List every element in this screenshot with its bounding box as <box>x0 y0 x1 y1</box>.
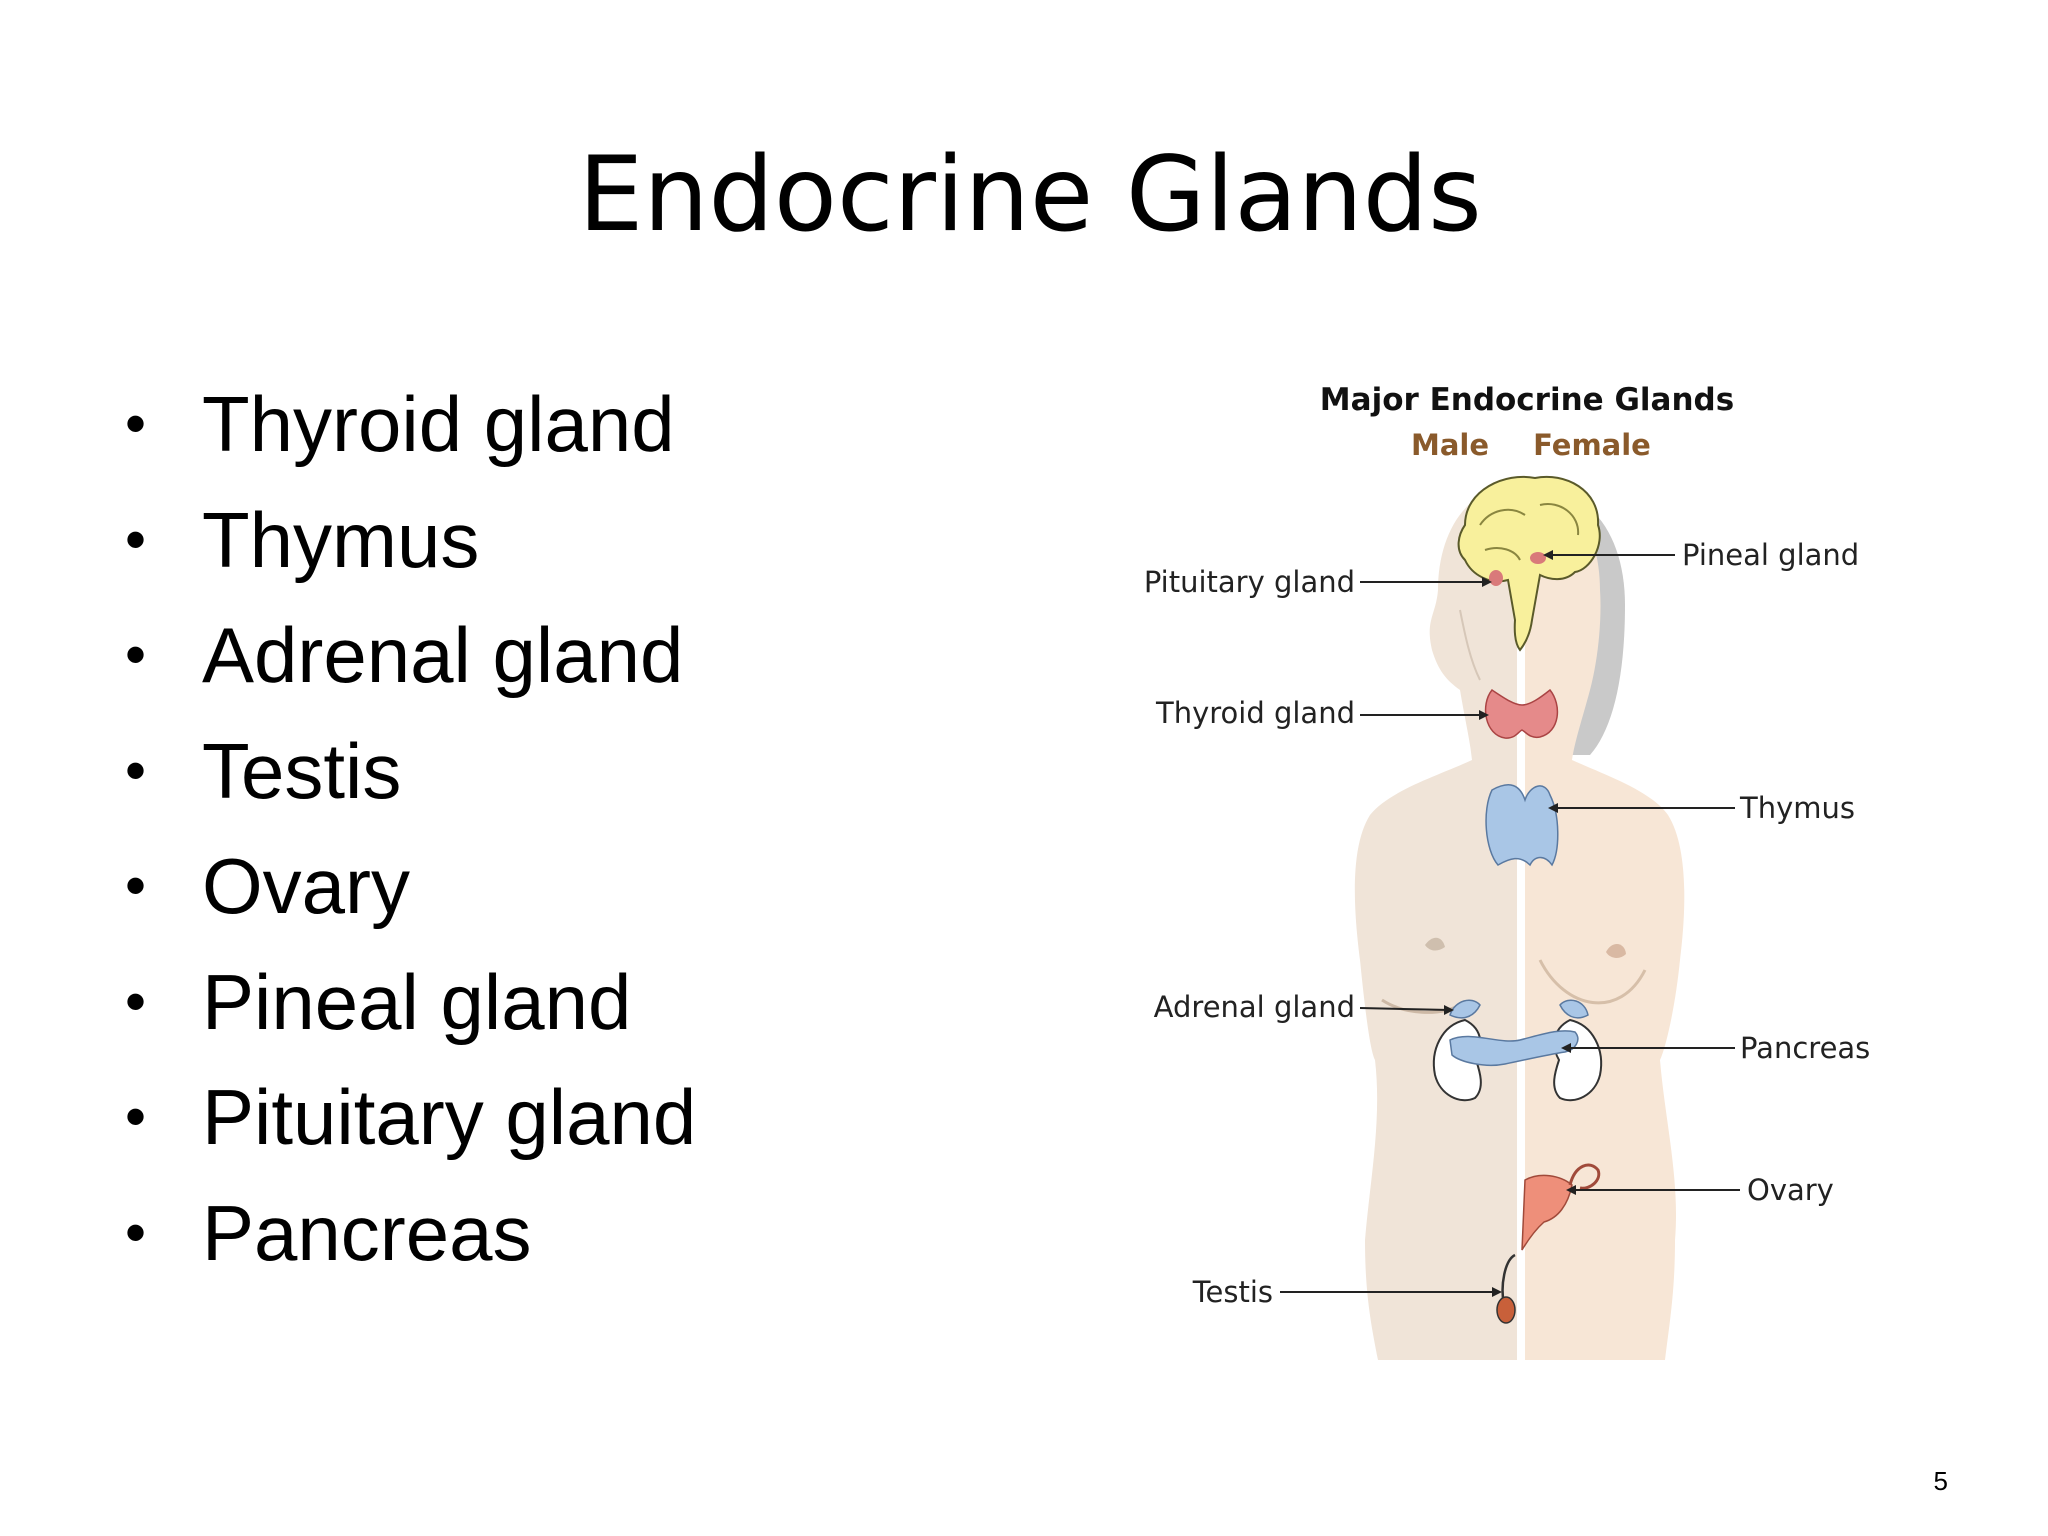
label-testis: Testis <box>1192 1275 1273 1309</box>
ovary <box>1521 1174 1573 1251</box>
bullet-icon: • <box>125 1083 147 1150</box>
thymus <box>1485 784 1559 867</box>
page-number: 5 <box>1933 1466 1948 1496</box>
pancreas <box>1449 1030 1579 1067</box>
bullet-icon: • <box>125 505 147 573</box>
thyroid-gland <box>1484 688 1559 739</box>
list-item: • Thymus <box>125 494 696 610</box>
female-label: Female <box>1533 428 1651 462</box>
female-body <box>1520 485 1685 1360</box>
bullet-icon: • <box>125 390 147 457</box>
endocrine-diagram-svg: Major Endocrine Glands Male Female <box>1144 382 1870 1360</box>
bullet-text: Pituitary gland <box>202 1073 697 1161</box>
bullet-text: Testis <box>202 726 402 815</box>
pituitary-gland <box>1489 570 1503 586</box>
arrow-heads <box>1444 550 1576 1297</box>
bullet-text: Thyroid gland <box>202 380 675 468</box>
bullet-icon: • <box>125 852 147 919</box>
slide-title: Endocrine Glands <box>578 135 1482 255</box>
bullet-text: Pancreas <box>202 1188 532 1277</box>
adrenal-gland-right <box>1559 999 1589 1019</box>
male-label: Male <box>1411 428 1489 462</box>
center-divider <box>1517 485 1525 1360</box>
fallopian-tube <box>1568 1163 1601 1190</box>
diagram-title: Major Endocrine Glands <box>1320 382 1734 418</box>
male-nipple <box>1425 937 1445 951</box>
list-item: • Testis <box>125 725 696 841</box>
bullet-icon: • <box>125 1198 147 1266</box>
male-body <box>1354 485 1520 1360</box>
label-pancreas: Pancreas <box>1740 1031 1870 1065</box>
brain-folds <box>1479 503 1580 561</box>
list-item: • Pancreas <box>125 1187 696 1303</box>
adrenal-gland <box>1449 999 1481 1019</box>
list-item: • Adrenal gland <box>125 609 696 725</box>
bullet-icon: • <box>125 967 147 1035</box>
brain <box>1457 475 1601 652</box>
label-thymus: Thymus <box>1739 791 1855 825</box>
female-nipple <box>1606 943 1626 958</box>
list-item: • Thyroid gland <box>125 378 696 494</box>
leader-lines <box>1280 554 1740 1293</box>
bullet-icon: • <box>125 621 147 688</box>
bullet-text: Thymus <box>202 495 480 584</box>
bullet-text: Ovary <box>202 842 411 930</box>
label-adrenal: Adrenal gland <box>1154 990 1355 1024</box>
label-thyroid: Thyroid gland <box>1155 696 1355 730</box>
bullet-text: Pineal gland <box>202 957 632 1046</box>
male-face-line <box>1459 609 1481 681</box>
bullet-list: • Thyroid gland • Thymus • Adrenal gland • T… <box>125 378 696 1302</box>
endocrine-diagram: Major Endocrine Glands Male Female <box>1120 360 1920 1360</box>
label-pituitary: Pituitary gland <box>1144 565 1355 599</box>
female-breast-outline <box>1538 959 1647 1005</box>
list-item: • Pituitary gland <box>125 1071 696 1187</box>
bullet-text: Adrenal gland <box>202 611 684 699</box>
label-pineal: Pineal gland <box>1682 538 1859 572</box>
list-item: • Ovary <box>125 840 696 956</box>
list-item: • Pineal gland <box>125 956 696 1072</box>
testis <box>1496 1296 1516 1324</box>
pineal-gland <box>1530 552 1546 564</box>
label-ovary: Ovary <box>1747 1173 1834 1207</box>
bullet-icon: • <box>125 736 147 804</box>
